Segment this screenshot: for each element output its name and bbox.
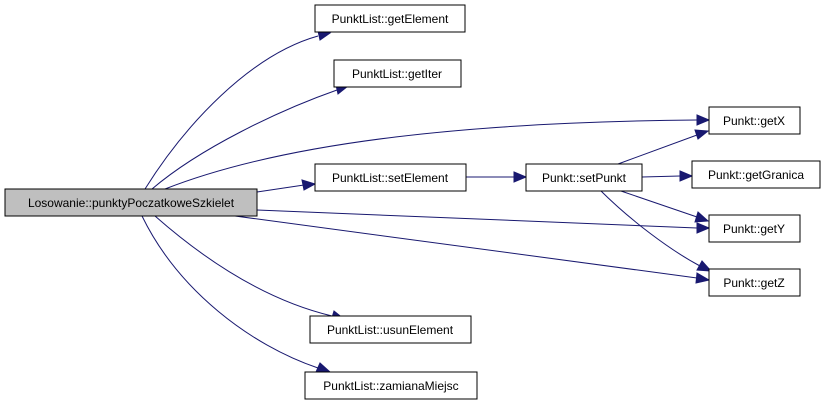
node-setElement[interactable]: PunktList::setElement [314,163,467,192]
edge-root-to-getZ [234,215,711,284]
node-root-label: Losowanie::punktyPoczatkoweSzkielet [28,196,235,210]
edge-root-to-setElement [256,179,317,193]
node-setElement-label: PunktList::setElement [332,171,449,185]
edge-setPunkt-to-getX [617,129,710,165]
edge-root-to-usunElement [154,215,346,322]
node-setPunkt[interactable]: Punkt::setPunkt [525,163,643,192]
node-getGranica[interactable]: Punkt::getGranica [691,160,821,189]
node-usunElement-label: PunktList::usunElement [327,323,454,337]
node-getY[interactable]: Punkt::getY [708,214,801,243]
node-getIter[interactable]: PunktList::getIter [333,59,462,88]
edge-root-to-zamianaMiejsc [141,215,332,373]
node-getZ-label: Punkt::getZ [723,276,784,290]
node-zamianaMiejsc-label: PunktList::zamianaMiejsc [323,379,458,393]
edge-setPunkt-to-getGranica [641,170,694,182]
edge-root-to-getX [164,114,711,190]
node-getIter-label: PunktList::getIter [352,67,442,81]
edge-root-to-getElement [144,30,332,190]
node-getZ[interactable]: Punkt::getZ [708,268,801,297]
node-getElement-label: PunktList::getElement [332,12,449,26]
node-setPunkt-label: Punkt::setPunkt [542,171,627,185]
nodes: Losowanie::punktyPoczatkoweSzkielet Punk… [4,4,821,400]
node-usunElement[interactable]: PunktList::usunElement [309,315,472,344]
node-getX[interactable]: Punkt::getX [708,106,801,135]
edge-setElement-to-setPunkt [466,171,528,183]
edge-root-to-getY [256,209,711,234]
node-getGranica-label: Punkt::getGranica [708,168,804,182]
edge-setPunkt-to-getZ [599,189,713,272]
node-getY-label: Punkt::getY [723,222,785,236]
node-zamianaMiejsc[interactable]: PunktList::zamianaMiejsc [304,371,478,400]
edge-setPunkt-to-getY [617,189,710,223]
node-root[interactable]: Losowanie::punktyPoczatkoweSzkielet [4,188,258,217]
node-getX-label: Punkt::getX [723,114,785,128]
node-getElement[interactable]: PunktList::getElement [314,4,466,33]
